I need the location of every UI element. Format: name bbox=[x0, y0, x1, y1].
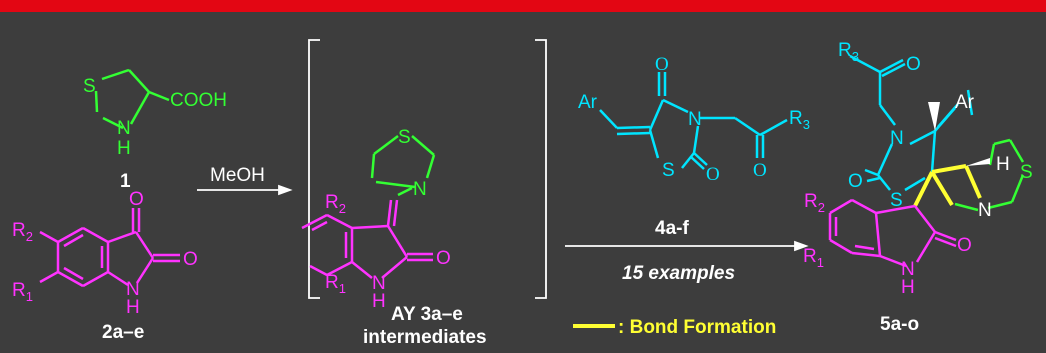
legend-text: : Bond Formation bbox=[618, 317, 776, 338]
compound-2-r2: R2 bbox=[12, 220, 33, 244]
product-n-imide: N bbox=[890, 128, 904, 149]
product-s-ring: S bbox=[1020, 162, 1033, 183]
compound-1-atom-h: H bbox=[117, 138, 131, 159]
compound-1-atom-s: S bbox=[83, 76, 96, 97]
intermediate-n: N bbox=[372, 273, 386, 294]
product-n-oxindole: N bbox=[901, 259, 915, 280]
step-2-note: 15 examples bbox=[622, 263, 735, 284]
product-r2: R2 bbox=[804, 191, 825, 215]
step-1-arrow bbox=[197, 184, 293, 196]
product-o-ketone: O bbox=[906, 54, 921, 75]
product-r1: R1 bbox=[803, 246, 824, 270]
compound-4-ar: Ar bbox=[578, 92, 598, 113]
top-accent-bar bbox=[0, 0, 1046, 12]
intermediate-label-line2: intermediates bbox=[363, 327, 487, 348]
intermediate-r2: R2 bbox=[325, 192, 346, 216]
intermediate-atom-s: S bbox=[398, 127, 411, 148]
intermediate-r1: R1 bbox=[325, 272, 346, 296]
compound-4-o-bottom: O bbox=[706, 164, 720, 185]
compound-1-structure bbox=[94, 68, 170, 130]
compound-4-s: S bbox=[662, 160, 675, 181]
compound-4-label: 4a-f bbox=[655, 218, 689, 239]
product-ar: Ar bbox=[955, 92, 975, 113]
product-structure bbox=[828, 54, 1025, 268]
intermediate-structure bbox=[301, 135, 436, 279]
compound-1-label: 1 bbox=[120, 171, 131, 192]
compound-2-label: 2a–e bbox=[102, 322, 144, 343]
compound-4-n: N bbox=[688, 109, 702, 130]
compound-1-cooh: COOH bbox=[170, 90, 227, 111]
compound-2-o-right: O bbox=[183, 249, 198, 270]
product-n-pyrr: N bbox=[978, 200, 992, 221]
intermediate-atom-n-ring: N bbox=[413, 179, 427, 200]
product-r3: R3 bbox=[838, 40, 859, 64]
intermediate-o: O bbox=[436, 248, 451, 269]
intermediate-brackets bbox=[308, 39, 547, 299]
product-o-oxindole: O bbox=[957, 235, 972, 256]
product-o-imide-left: O bbox=[848, 171, 863, 192]
step-1-reagent: MeOH bbox=[210, 165, 265, 186]
product-s-thz: S bbox=[890, 190, 903, 211]
product-h-oxindole: H bbox=[901, 277, 915, 298]
compound-2-n: N bbox=[126, 279, 140, 300]
compound-4-o-top: O bbox=[655, 54, 669, 75]
compound-2-r1: R1 bbox=[12, 280, 33, 304]
product-h-stereo: H bbox=[996, 154, 1010, 175]
compound-2-h: H bbox=[126, 297, 140, 318]
compound-2-o-top: O bbox=[129, 189, 144, 210]
compound-1-atom-n: N bbox=[117, 118, 131, 139]
compound-2-structure bbox=[39, 208, 180, 288]
compound-4-structure bbox=[599, 72, 788, 170]
product-label: 5a-o bbox=[880, 314, 919, 335]
compound-4-r3: R3 bbox=[789, 108, 810, 132]
intermediate-h: H bbox=[372, 291, 386, 312]
intermediate-label-line1: AY 3a–e bbox=[391, 304, 463, 325]
compound-4-o-right: O bbox=[753, 160, 767, 181]
step-2-arrow bbox=[565, 240, 809, 252]
